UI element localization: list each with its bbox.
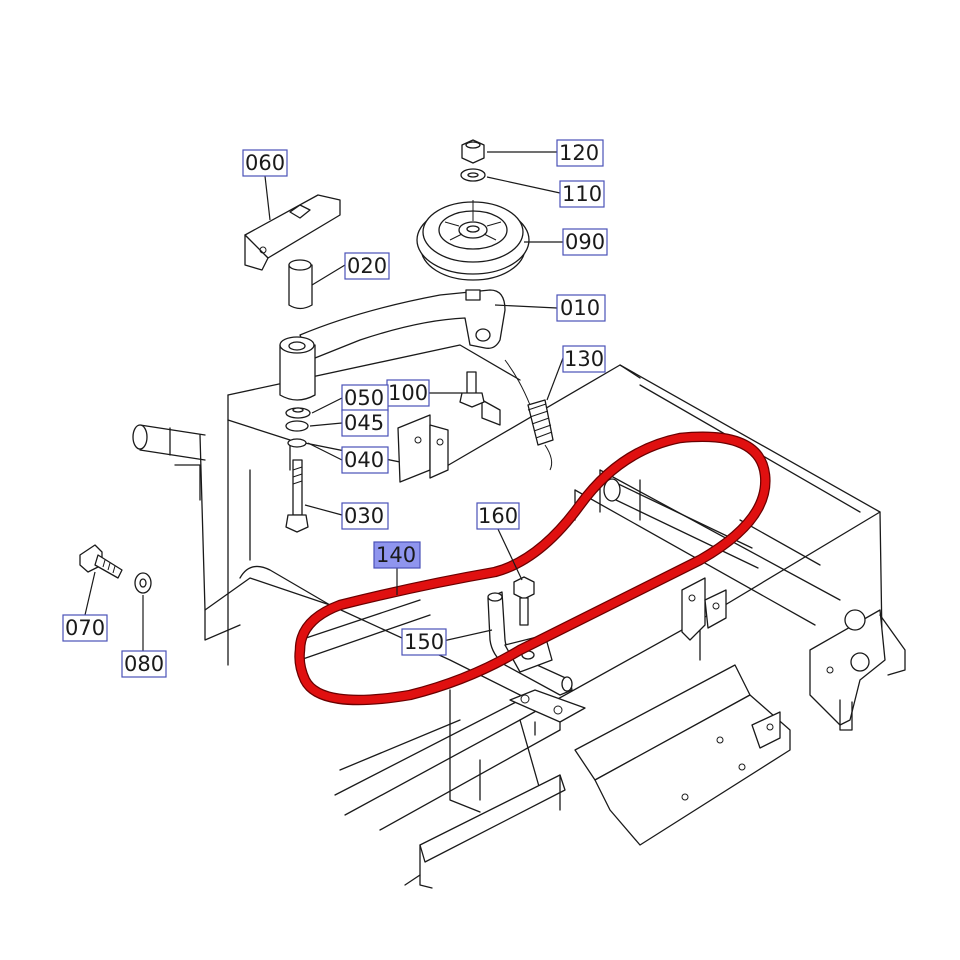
nut-120 [461,139,485,164]
callout-040[interactable]: 040 [341,446,389,474]
callout-060[interactable]: 060 [242,149,288,177]
callout-080[interactable]: 080 [121,650,167,678]
callout-010[interactable]: 010 [556,294,606,322]
callout-130[interactable]: 130 [562,345,606,373]
rod-150 [487,591,573,696]
callout-090[interactable]: 090 [562,228,608,256]
washer-110 [460,168,486,182]
callout-label: 090 [565,230,605,254]
callout-120[interactable]: 120 [556,139,604,167]
callout-label: 140 [376,543,416,567]
callout-020[interactable]: 020 [344,252,390,280]
callout-label: 070 [65,616,105,640]
callout-label: 050 [344,386,384,410]
tension-arm [279,289,506,401]
frame-drawing [132,344,906,889]
callout-050[interactable]: 050 [341,384,389,412]
pulley-090 [416,200,530,301]
sleeve-020 [288,259,313,310]
callout-label: 120 [559,141,599,165]
callout-110[interactable]: 110 [559,180,605,208]
callout-150[interactable]: 150 [401,628,447,656]
bolt-100 [459,371,485,408]
spring-130 [504,359,554,471]
belt-140[interactable] [294,431,771,706]
callout-070[interactable]: 070 [62,614,108,642]
washers [285,407,311,448]
callout-160[interactable]: 160 [476,502,520,530]
leader-lines [84,151,564,652]
callout-030[interactable]: 030 [341,502,389,530]
bolt-160 [513,576,535,626]
callout-045[interactable]: 045 [341,409,389,437]
callout-label: 160 [478,504,518,528]
callout-label: 040 [344,448,384,472]
callout-label: 130 [564,347,604,371]
callout-100[interactable]: 100 [386,379,430,407]
bracket-060 [244,194,341,271]
bolt-030 [285,459,309,533]
callout-label: 030 [344,504,384,528]
callout-label: 110 [562,182,602,206]
callout-label: 010 [560,296,600,320]
callout-label: 100 [388,381,428,405]
callout-label: 080 [124,652,164,676]
callout-label: 045 [344,411,384,435]
callout-label: 020 [347,254,387,278]
bolt-070 [79,544,152,594]
callout-label: 060 [245,151,285,175]
callout-label: 150 [404,630,444,654]
callout-140[interactable]: 140 [373,541,421,569]
